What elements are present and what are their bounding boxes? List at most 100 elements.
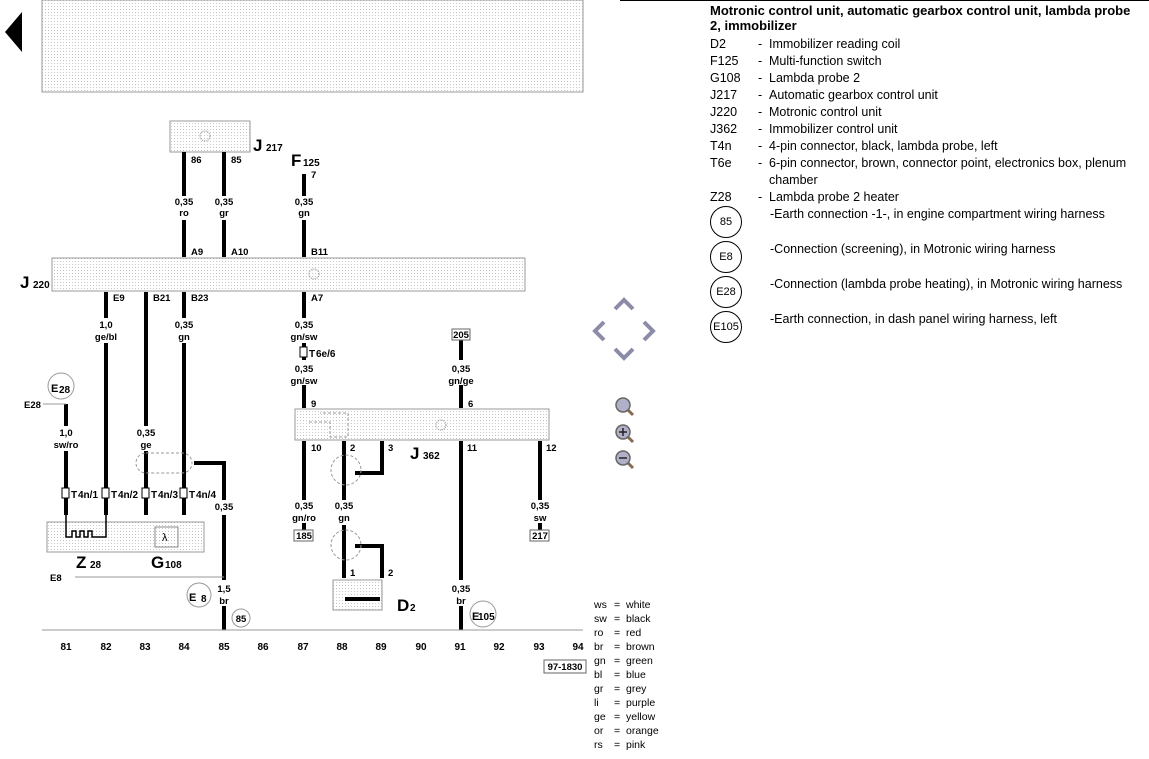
color-code-abbr: bl [594,669,602,681]
top-border [620,0,1149,1]
label-w85-color: gr [219,208,229,219]
label-w86-size: 0,35 [175,197,194,208]
column-number: 84 [178,642,190,653]
legend-item: Z28-Lambda probe 2 heater [710,189,1140,206]
connection-circle: 85 [710,206,742,238]
zoom-reset-icon[interactable] [614,396,636,418]
ref-205-box [451,328,471,341]
legend-dash: - [758,71,763,85]
legend-code: Z28 [710,190,732,204]
legend-dash: - [758,156,763,170]
legend-desc: Lambda probe 2 [769,71,861,85]
legend-code: J362 [710,122,738,136]
legend-item: D2-Immobilizer reading coil [710,36,1140,53]
legend-dash: - [758,122,763,136]
label-ref-217: 217 [532,531,548,542]
label-z28-main: Z [76,553,86,572]
column-number: 90 [415,642,427,653]
label-j217-main: J [253,136,262,155]
column-number: 87 [297,642,309,653]
label-w86-color: ro [179,208,189,219]
color-code-equals: = [614,669,620,681]
label-pin-d1: 1 [350,568,356,579]
label-wscr-size: 0,35 [215,502,234,513]
label-j220-main: J [20,273,29,292]
label-wa7-size: 0,35 [295,320,314,331]
label-pin-2: 2 [350,443,355,454]
back-arrow-icon[interactable] [5,12,22,52]
label-we8-size: 1,5 [217,584,231,595]
label-we9-color: ge/bl [95,332,117,343]
color-code-equals: = [614,599,620,611]
lambda-symbol-icon [154,526,179,548]
reading-coil-bar [345,597,380,601]
ref-217-box [529,529,550,542]
color-code-equals: = [614,641,620,653]
color-code-abbr: li [594,697,599,709]
label-e105-circle-sub: 105 [478,612,495,623]
label-ref-205: 205 [453,330,470,341]
color-code-equals: = [614,697,620,709]
label-t4n1-sub: 4n/1 [78,490,98,501]
label-w2-color: gn [338,513,350,524]
label-wb21-color: ge [140,440,151,451]
label-we28-color: sw/ro [54,440,79,451]
label-j220-sub: 220 [33,280,50,291]
legend-dash: - [770,312,775,326]
legend-item: G108 -Lambda probe 2 [710,70,1140,87]
label-g108-sub: 108 [165,560,182,571]
legend-dash: - [770,242,775,256]
label-pin-11: 11 [467,443,478,454]
label-w10-size: 0,35 [295,501,314,512]
label-e28-circle-main: E [51,383,58,395]
label-t4n1: T [71,490,77,501]
label-pin-d2: 2 [388,568,393,579]
legend-dash: - [758,105,763,119]
label-wb21-size: 0,35 [137,428,156,439]
label-earth-85: 85 [236,614,247,625]
label-pin-a9: A9 [191,247,203,258]
legend-dash: - [758,190,763,204]
label-wa7-color: gn/sw [291,332,319,343]
zoom-out-icon[interactable] [614,449,636,471]
component-D2 [332,579,383,611]
legend-item: T4n-4-pin connector, black, lambda probe… [710,138,1140,155]
label-w85-size: 0,35 [215,197,234,208]
legend-item: F125-Multi-function switch [710,53,1140,70]
E28-circle [47,372,75,400]
pan-right-icon[interactable] [641,319,657,343]
label-pin-9: 9 [311,399,316,410]
ref-185-box [293,529,314,542]
label-w205-color: gn/ge [448,376,473,387]
label-t4n3-sub: 4n/3 [158,490,178,501]
zoom-in-icon[interactable] [614,423,636,445]
legend-desc: Immobilizer reading coil [769,37,901,51]
label-w205-size: 0,35 [452,364,471,375]
label-w12-size: 0,35 [531,501,550,512]
label-pin-b21: B21 [153,293,171,304]
label-j217-sub: 217 [266,143,283,154]
color-code-equals: = [614,725,620,737]
label-f125-sub: 125 [303,158,320,169]
legend-item: J362 -Immobilizer control unit [710,121,1140,138]
color-code-name: green [626,655,653,667]
E105-circle [469,600,497,628]
label-f125-main: F [291,151,301,170]
label-wt6-size: 0,35 [295,364,314,375]
label-ref-185: 185 [296,531,313,542]
pan-left-icon[interactable] [591,319,607,343]
label-wb23-size: 0,35 [175,320,194,331]
pan-up-icon[interactable] [612,296,636,312]
label-pin-12: 12 [546,443,557,454]
legend-desc: Immobilizer control unit [769,122,898,136]
label-wb23-color: gn [178,332,190,343]
label-e8-circle-sub: 8 [201,594,207,605]
legend-dash: - [758,54,763,68]
pan-down-icon[interactable] [612,346,636,362]
legend-desc: 6-pin connector, brown, connector point,… [769,156,1127,187]
legend-code: J220 [710,105,738,119]
label-e28-line: E28 [24,400,41,411]
column-number: 89 [375,642,387,653]
legend-desc: Connection (screening), in Motronic wiri… [774,242,1056,256]
legend-code: G108 [710,71,741,85]
